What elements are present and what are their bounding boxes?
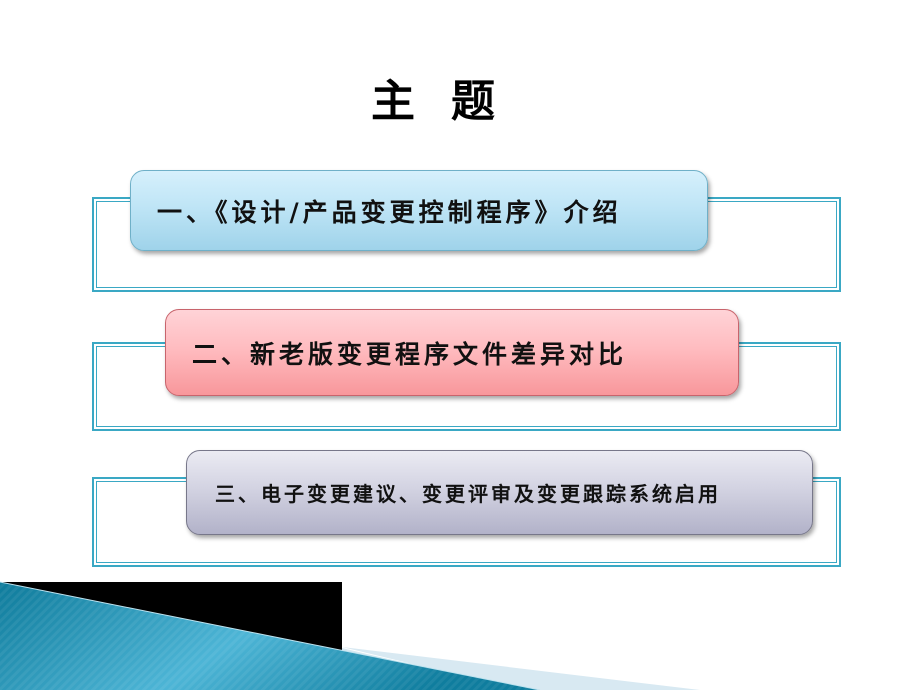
- black-block: [0, 582, 342, 690]
- teal-wedge: [0, 582, 540, 690]
- topic-item-1[interactable]: 一、《设计/产品变更控制程序》介绍: [130, 170, 708, 251]
- topic-item-3-label: 三、电子变更建议、变更评审及变更跟踪系统启用: [215, 482, 721, 506]
- topic-item-1-label: 一、《设计/产品变更控制程序》介绍: [157, 197, 622, 227]
- topic-item-3[interactable]: 三、电子变更建议、变更评审及变更跟踪系统启用: [186, 450, 813, 535]
- topic-item-2[interactable]: 二、新老版变更程序文件差异对比: [165, 309, 739, 396]
- light-blue-band: [342, 648, 520, 690]
- page-title: 主题: [371, 76, 531, 127]
- topic-item-2-label: 二、新老版变更程序文件差异对比: [192, 339, 628, 369]
